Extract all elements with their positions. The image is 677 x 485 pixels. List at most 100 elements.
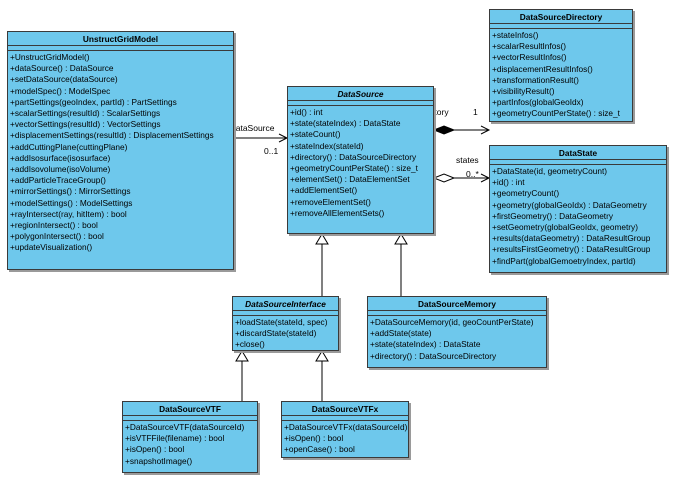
operations-list: +DataSourceMemory(id, geoCountPerState)+…	[368, 316, 546, 362]
class-data-source-vtf[interactable]: DataSourceVTF +DataSourceVTF(dataSourceI…	[122, 401, 258, 473]
operation: +state(stateIndex) : DataState	[370, 339, 481, 350]
operation: +stateIndex(stateId)	[290, 140, 364, 151]
class-name: DataState	[490, 146, 666, 160]
class-name: DataSourceVTFx	[282, 402, 408, 416]
iface-generalization-head	[315, 233, 329, 245]
class-name: DataSource	[288, 87, 433, 101]
operation: +firstGeometry() : DataGeometry	[492, 210, 614, 221]
operation: +UnstructGridModel()	[10, 52, 90, 62]
class-name: DataSourceVTF	[123, 402, 257, 416]
operation: +geometryCountPerState() : size_t	[492, 108, 620, 119]
operation: +visibilityResult()	[492, 86, 555, 97]
attributes-compartment	[123, 416, 257, 421]
operation: +DataState(id, geometryCount)	[492, 166, 608, 176]
operations-list: +DataSourceVTF(dataSourceId)+isVTFFile(f…	[123, 421, 257, 467]
operation: +vectorResultInfos()	[492, 52, 567, 63]
operation: +DataSourceVTFx(dataSourceId)	[284, 422, 408, 432]
operation: +scalarResultInfos()	[492, 41, 567, 52]
operation: +updateVisualization()	[10, 242, 93, 253]
class-name: DataSourceInterface	[233, 297, 338, 311]
operation: +vectorSettings(resultId) : VectorSettin…	[10, 119, 161, 130]
operations-list: +DataState(id, geometryCount)+id() : int…	[490, 165, 666, 267]
class-name: UnstructGridModel	[8, 32, 233, 46]
operation: +modelSettings() : ModelSettings	[10, 197, 133, 208]
operation: +state(stateIndex) : DataState	[290, 118, 401, 129]
operation: +scalarSettings(resultId) : ScalarSettin…	[10, 108, 161, 119]
states-aggregation-diamond	[432, 173, 456, 183]
operation: +setGeometry(globalGeoIdx, geometry)	[492, 222, 638, 233]
operation: +mirrorSettings() : MirrorSettings	[10, 186, 131, 197]
operation: +displacementSettings(resultId) : Displa…	[10, 130, 214, 141]
operation: +dataSource() : DataSource	[10, 63, 114, 74]
operation: +addCuttingPlane(cuttingPlane)	[10, 141, 128, 152]
operation: +isOpen() : bool	[284, 433, 344, 444]
operation: +directory() : DataSourceDirectory	[370, 350, 497, 361]
operation: +id() : int	[290, 107, 323, 117]
operation: +stateInfos()	[492, 30, 539, 40]
operation: +addIsosurface(isosurface)	[10, 152, 111, 163]
directory-arrowhead	[480, 125, 491, 135]
operation: +transformationResult()	[492, 74, 579, 85]
operation: +geometryCount()	[492, 188, 560, 199]
attributes-compartment	[490, 24, 632, 29]
operation: +close()	[235, 339, 265, 350]
operation: +id() : int	[492, 177, 525, 188]
attributes-compartment	[233, 311, 338, 316]
operation: +openCase() : bool	[284, 444, 355, 455]
operation: +geometry(globalGeoIdx) : DataGeometry	[492, 199, 647, 210]
attributes-compartment	[490, 160, 666, 165]
operation: +stateCount()	[290, 129, 341, 140]
states-multiplicity: 0..*	[466, 169, 479, 179]
operation: +findPart(globalGemoetryIndex, partId)	[492, 255, 636, 266]
operations-list: +id() : int+state(stateIndex) : DataStat…	[288, 106, 433, 219]
operation: +isOpen() : bool	[125, 444, 185, 455]
states-role-label: states	[456, 155, 479, 165]
operation: +partSettings(geoIndex, partId) : PartSe…	[10, 96, 177, 107]
operation: +regionIntersect() : bool	[10, 220, 98, 231]
operation: +snapshotImage()	[125, 455, 193, 466]
class-data-source[interactable]: DataSource +id() : int+state(stateIndex)…	[287, 86, 434, 234]
operation: +setDataSource(dataSource)	[10, 74, 118, 85]
operation: +partInfos(globalGeoIdx)	[492, 97, 584, 108]
operation: +removeElementSet()	[290, 196, 371, 207]
directory-composition-diamond	[432, 125, 456, 135]
operation: +displacementResultInfos()	[492, 63, 593, 74]
operation: +addParticleTraceGroup()	[10, 175, 106, 186]
vtf-generalization-head	[235, 350, 249, 362]
class-data-source-memory[interactable]: DataSourceMemory +DataSourceMemory(id, g…	[367, 296, 547, 368]
class-data-source-interface[interactable]: DataSourceInterface +loadState(stateId, …	[232, 296, 339, 351]
operation: +addElementSet()	[290, 185, 358, 196]
operation: +addIsovolume(isoVolume)	[10, 164, 111, 175]
operation: +results(dataGeometry) : DataResultGroup	[492, 233, 651, 244]
operation: +modelSpec() : ModelSpec	[10, 85, 111, 96]
class-data-source-vtfx[interactable]: DataSourceVTFx +DataSourceVTFx(dataSourc…	[281, 401, 409, 458]
operation: +rayIntersect(ray, hitItem) : bool	[10, 208, 127, 219]
datasource-multiplicity: 0..1	[264, 146, 278, 156]
class-unstruct-grid-model[interactable]: UnstructGridModel +UnstructGridModel()+d…	[7, 31, 234, 270]
operation: +loadState(stateId, spec)	[235, 317, 328, 327]
attributes-compartment	[368, 311, 546, 316]
class-name: DataSourceMemory	[368, 297, 546, 311]
class-data-state[interactable]: DataState +DataState(id, geometryCount)+…	[489, 145, 667, 273]
operations-list: +DataSourceVTFx(dataSourceId)+isOpen() :…	[282, 421, 408, 456]
operation: +polygonIntersect() : bool	[10, 231, 104, 242]
class-name: DataSourceDirectory	[490, 10, 632, 24]
operations-list: +loadState(stateId, spec)+discardState(s…	[233, 316, 338, 351]
operation: +DataSourceMemory(id, geoCountPerState)	[370, 317, 534, 327]
attributes-compartment	[282, 416, 408, 421]
operation: +directory() : DataSourceDirectory	[290, 151, 417, 162]
operations-list: +stateInfos()+scalarResultInfos()+vector…	[490, 29, 632, 120]
operation: +geometryCountPerState() : size_t	[290, 163, 418, 174]
vtfx-generalization-head	[315, 350, 329, 362]
datasource-role-label: dataSource	[231, 123, 275, 133]
operation: +discardState(stateId)	[235, 328, 317, 339]
attributes-compartment	[8, 46, 233, 51]
directory-multiplicity: 1	[473, 107, 478, 117]
operation: +resultsFirstGeometry() : DataResultGrou…	[492, 244, 651, 255]
operations-list: +UnstructGridModel()+dataSource() : Data…	[8, 51, 233, 254]
operation: +addState(state)	[370, 328, 432, 339]
class-data-source-directory[interactable]: DataSourceDirectory +stateInfos()+scalar…	[489, 9, 633, 122]
operation: +DataSourceVTF(dataSourceId)	[125, 422, 245, 432]
attributes-compartment	[288, 101, 433, 106]
